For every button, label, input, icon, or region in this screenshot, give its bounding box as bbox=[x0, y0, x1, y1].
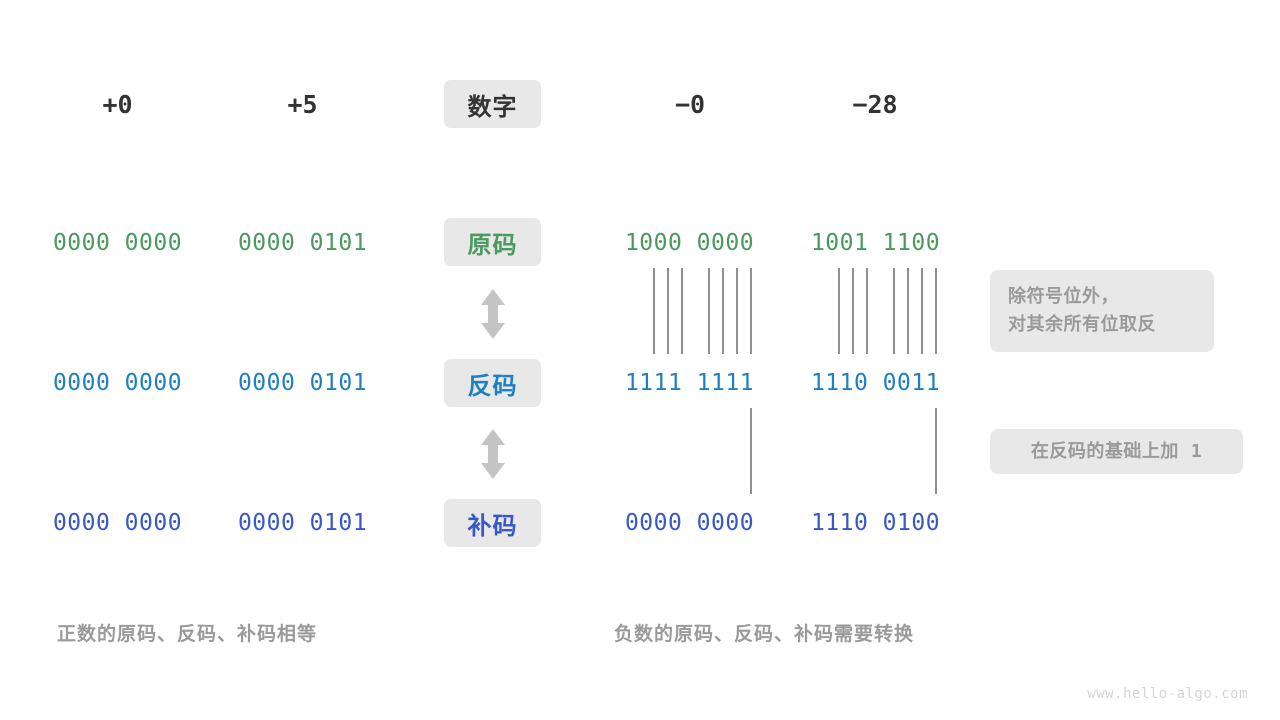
row-label-yuan: 原码 bbox=[444, 218, 541, 266]
bit-tick bbox=[838, 268, 840, 354]
carry-tick bbox=[750, 408, 752, 494]
header-number-neg-twentyeight: −28 bbox=[852, 89, 898, 119]
note-invert-line2: 对其余所有位取反 bbox=[1008, 314, 1156, 334]
bit-tick bbox=[667, 268, 669, 354]
bit-tick bbox=[852, 268, 854, 354]
yuan-neg-zero-bits: 1000 0000 bbox=[624, 230, 755, 256]
yuan-pos-five-bits: 0000 0101 bbox=[237, 230, 368, 256]
bu-pos-five-bits: 0000 0101 bbox=[237, 510, 368, 536]
note-add-one-text: 在反码的基础上加 bbox=[1030, 440, 1179, 461]
note-add-one: 在反码的基础上加 1 bbox=[990, 429, 1243, 474]
fan-neg-twentyeight-bits: 1110 0011 bbox=[810, 370, 941, 396]
note-add-one-value: 1 bbox=[1190, 440, 1203, 462]
yuan-pos-zero-bits: 0000 0000 bbox=[52, 230, 183, 256]
header-number-neg-zero: −0 bbox=[674, 89, 706, 119]
note-invert-bits: 除符号位外， 对其余所有位取反 bbox=[990, 270, 1214, 352]
watermark: www.hello-algo.com bbox=[1087, 686, 1248, 702]
bu-pos-zero-bits: 0000 0000 bbox=[52, 510, 183, 536]
bit-tick bbox=[907, 268, 909, 354]
fan-pos-zero-bits: 0000 0000 bbox=[52, 370, 183, 396]
bit-tick bbox=[681, 268, 683, 354]
row-label-number: 数字 bbox=[444, 80, 541, 128]
caption-positive: 正数的原码、反码、补码相等 bbox=[57, 624, 318, 645]
bit-tick bbox=[866, 268, 868, 354]
bit-tick bbox=[921, 268, 923, 354]
caption-negative: 负数的原码、反码、补码需要转换 bbox=[614, 624, 915, 645]
bit-tick bbox=[722, 268, 724, 354]
fan-neg-zero-bits: 1111 1111 bbox=[624, 370, 755, 396]
header-number-pos-five: +5 bbox=[287, 89, 318, 119]
bit-tick bbox=[893, 268, 895, 354]
up-down-arrow-icon-yuan-fan bbox=[478, 288, 508, 340]
bit-tick bbox=[708, 268, 710, 354]
bit-tick bbox=[736, 268, 738, 354]
carry-tick bbox=[935, 408, 937, 494]
bit-tick bbox=[750, 268, 752, 354]
bit-tick bbox=[935, 268, 937, 354]
row-label-bu: 补码 bbox=[444, 499, 541, 547]
fan-pos-five-bits: 0000 0101 bbox=[237, 370, 368, 396]
bu-neg-twentyeight-bits: 1110 0100 bbox=[810, 510, 941, 536]
note-invert-line1: 除符号位外， bbox=[1008, 286, 1119, 307]
bu-neg-zero-bits: 0000 0000 bbox=[624, 510, 755, 536]
bit-tick bbox=[653, 268, 655, 354]
row-label-fan: 反码 bbox=[444, 359, 541, 407]
yuan-neg-twentyeight-bits: 1001 1100 bbox=[810, 230, 941, 256]
up-down-arrow-icon-fan-bu bbox=[478, 428, 508, 480]
header-number-pos-zero: +0 bbox=[102, 89, 133, 119]
